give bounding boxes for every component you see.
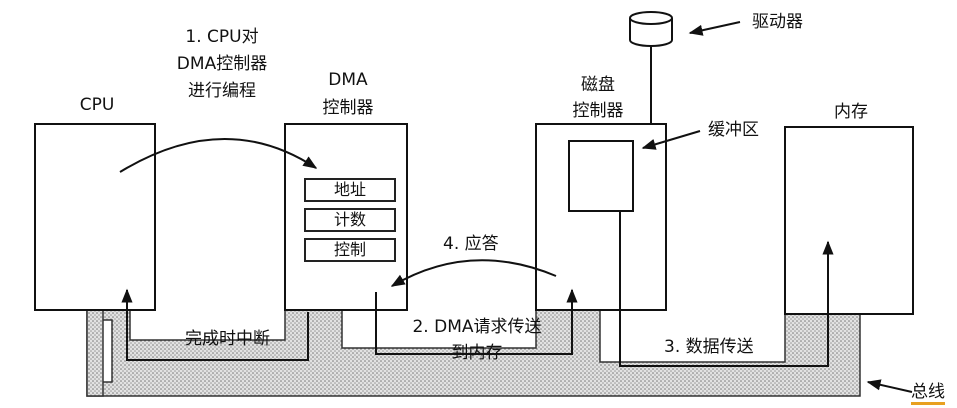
control-register: 控制 — [304, 238, 396, 262]
step2-label: 2. DMA请求传送 到内存 — [412, 314, 541, 366]
step4-arrow — [390, 259, 557, 287]
disk-controller-label-line2: 控制器 — [572, 101, 624, 121]
step4-label: 4. 应答 — [443, 234, 499, 254]
disk-controller-label: 磁盘 控制器 — [573, 72, 624, 124]
step3-label: 3. 数据传送 — [664, 337, 754, 357]
bus-label-text: 总线 — [911, 382, 945, 405]
buffer-pointer — [641, 130, 701, 150]
step1-label-line1: 1. CPU对 — [185, 27, 259, 47]
bus-label: 总线 — [911, 380, 945, 405]
step1-label-line2: DMA控制器 — [176, 54, 268, 74]
cpu-box — [34, 123, 156, 311]
interrupt-arrow — [121, 288, 309, 361]
step1-label-line3: 进行编程 — [187, 81, 256, 101]
step3-arrow — [619, 212, 834, 367]
disk-controller-label-line1: 磁盘 — [581, 75, 615, 95]
step2-arrow — [375, 288, 578, 355]
step2-label-line1: 2. DMA请求传送 — [412, 317, 542, 337]
drive-label: 驱动器 — [752, 12, 803, 32]
drive-pointer — [688, 21, 741, 36]
buffer-box — [568, 140, 634, 212]
memory-label: 内存 — [834, 102, 868, 122]
step2-label-line2: 到内存 — [451, 343, 503, 363]
memory-box — [784, 126, 914, 315]
interrupt-label: 完成时中断 — [185, 329, 270, 349]
buffer-label: 缓冲区 — [708, 120, 759, 140]
cpu-label: CPU — [79, 95, 115, 115]
drive-icon — [629, 11, 673, 47]
bus-pointer — [866, 379, 913, 393]
dma-controller-label-line1: DMA — [328, 70, 368, 90]
dma-controller-label: DMA 控制器 — [323, 66, 374, 122]
step1-arrow — [119, 138, 318, 173]
system-bus-lower — [86, 309, 104, 397]
count-register: 计数 — [304, 208, 396, 232]
address-register: 地址 — [304, 178, 396, 202]
step1-label: 1. CPU对 DMA控制器 进行编程 — [177, 24, 267, 105]
dma-controller-label-line2: 控制器 — [322, 98, 374, 118]
